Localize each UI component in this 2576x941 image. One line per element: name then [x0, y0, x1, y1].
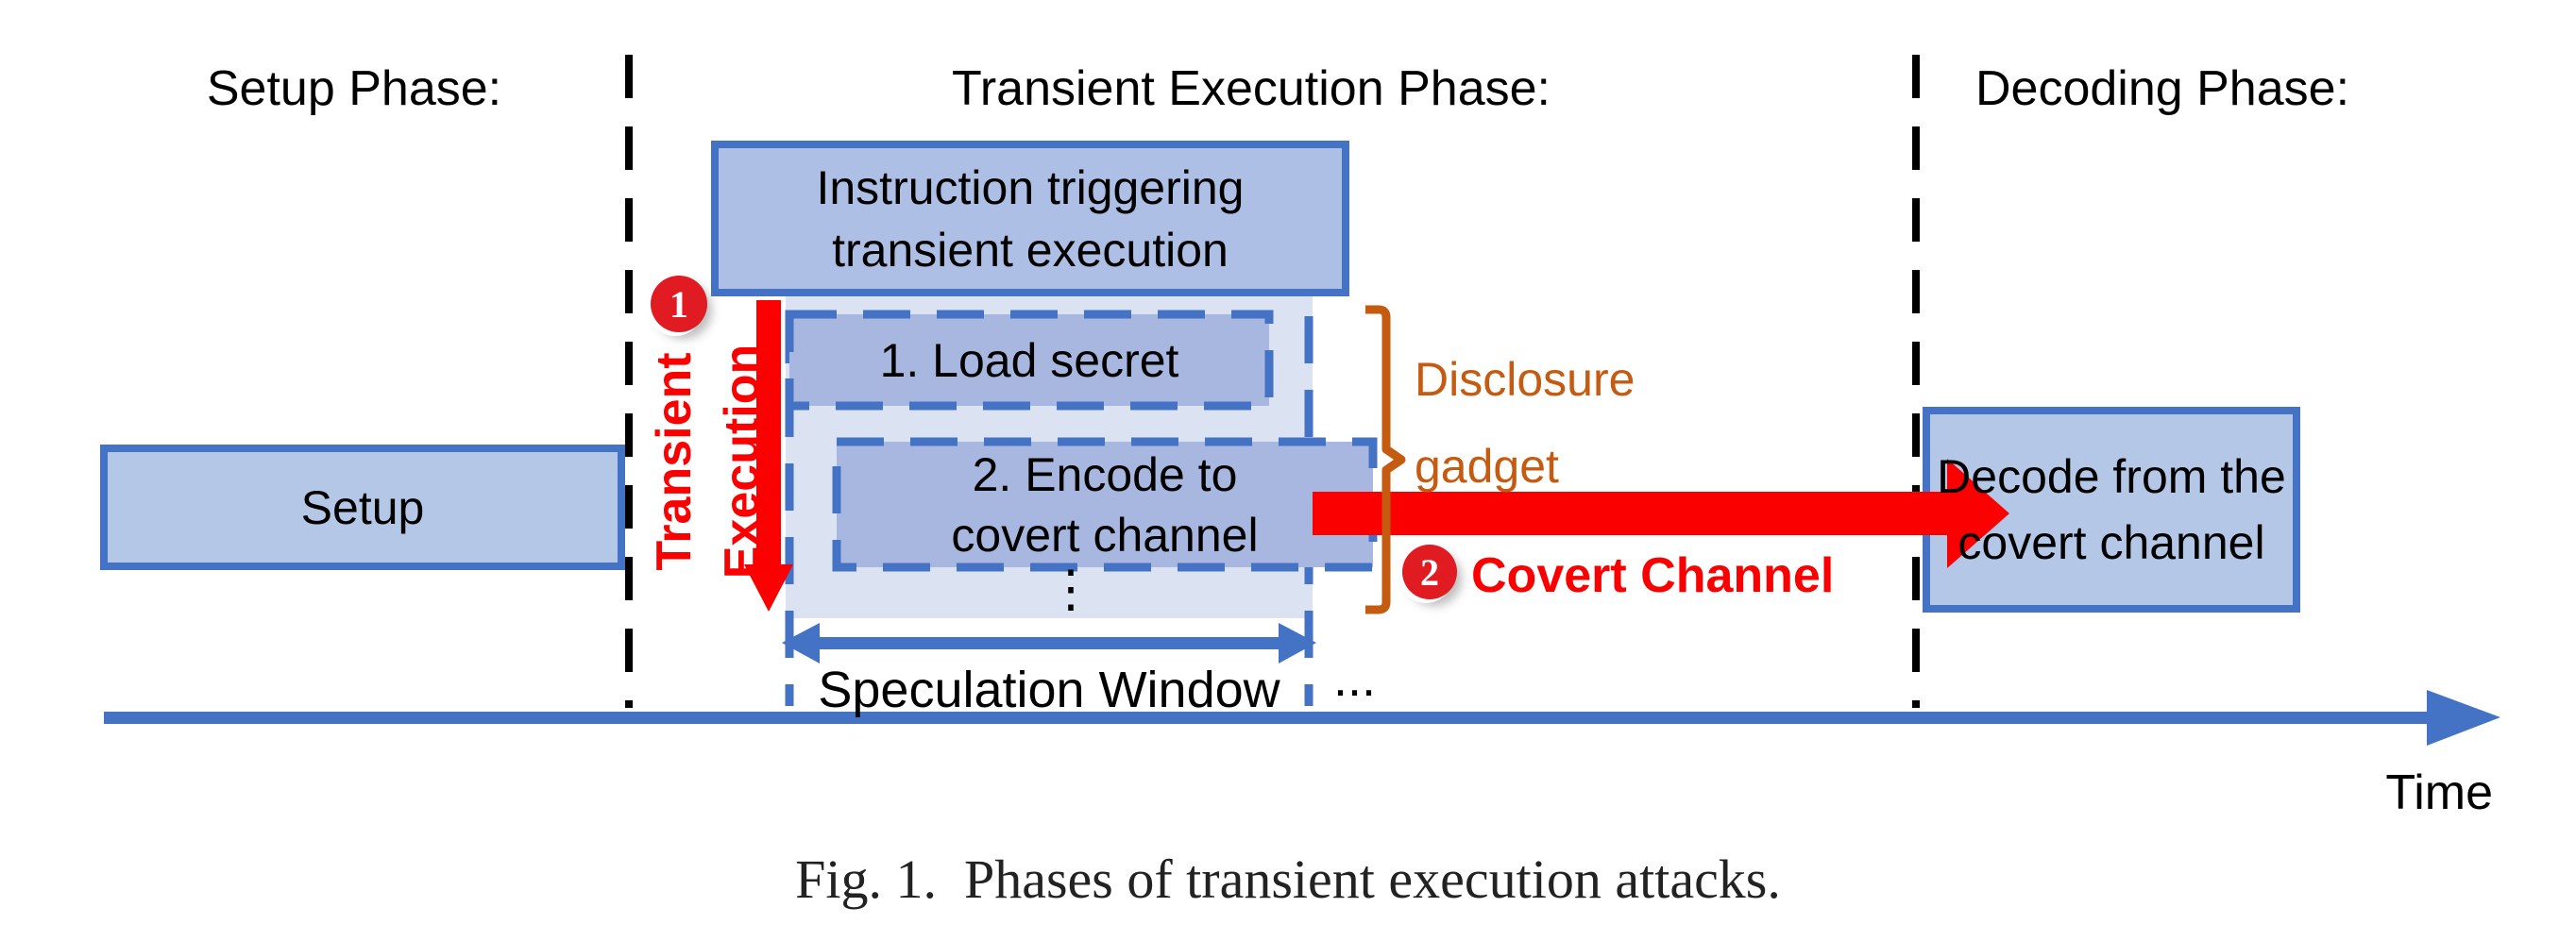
speculation-window-label: Speculation Window [818, 662, 1280, 718]
decode-box-line1: Decode from the [1937, 450, 2286, 503]
transient-execution-arrow [744, 300, 793, 612]
timeline-continuation-ellipsis: ... [1333, 650, 1377, 707]
load-secret-box [785, 310, 1274, 411]
instruction-box-line1: Instruction triggering [816, 160, 1245, 214]
covert-channel-arrow [1313, 459, 2009, 568]
instruction-box-line2: transient execution [832, 223, 1229, 277]
disclosure-gadget-bracket [1365, 305, 1406, 614]
more-steps-ellipsis: ⋮ [1045, 561, 1096, 617]
covert-channel-label: Covert Channel [1471, 548, 1835, 603]
disclosure-gadget-label: Disclosure gadget [1415, 336, 1736, 510]
transient-vertical-line1: Transient [647, 352, 702, 571]
disclosure-line1: Disclosure [1415, 353, 1635, 406]
instruction-box-label: Instruction triggering transient executi… [715, 144, 1346, 293]
encode-box-line1: 2. Encode to [972, 447, 1238, 501]
setup-box-label: Setup [300, 480, 425, 534]
timeline-arrow [104, 690, 2500, 746]
transient-execution-phase-title: Transient Execution Phase: [952, 61, 1551, 116]
transient-vertical-line2: Execution [715, 344, 770, 580]
decode-box-line2: covert channel [1957, 516, 2265, 569]
decoding-phase-title: Decoding Phase: [1974, 61, 2350, 116]
setup-box [100, 445, 625, 570]
disclosure-line2: gadget [1415, 440, 1559, 493]
instruction-box [711, 141, 1349, 296]
speculation-window-arrow [782, 623, 1316, 664]
encode-box-label: 2. Encode to covert channel [837, 442, 1373, 567]
step1-badge: 1 [651, 276, 707, 332]
transient-execution-vertical-label: Transient Execution [640, 320, 770, 603]
decode-box-label: Decode from the covert channel [1926, 411, 2296, 609]
setup-phase-title: Setup Phase: [206, 61, 502, 116]
load-secret-box-label: 1. Load secret [879, 333, 1179, 387]
time-axis-label: Time [2385, 765, 2493, 820]
figure-caption: Fig. 1. Phases of transient execution at… [795, 849, 1781, 910]
step2-badge: 2 [1402, 545, 1457, 599]
encode-box-line2: covert channel [951, 508, 1259, 562]
